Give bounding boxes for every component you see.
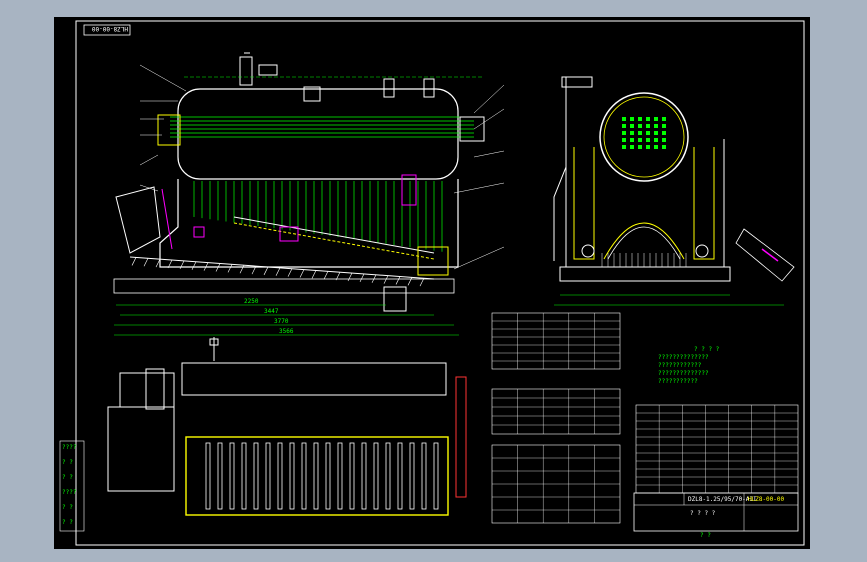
front-tube-sheet <box>157 114 181 146</box>
parameter-table-1 <box>491 312 621 370</box>
pressure-gauge <box>383 78 395 98</box>
drum-cross-section <box>599 92 689 182</box>
rev-cell-3: ? ? <box>62 474 73 481</box>
coal-hopper <box>115 186 161 254</box>
drawing-code-box <box>83 24 131 36</box>
plan-tubes <box>205 442 439 510</box>
left-revision-table: ???? ? ? ? ? ???? ? ? ? ? <box>59 440 85 532</box>
water-level-gauge <box>423 78 435 98</box>
arch <box>233 216 435 254</box>
parameter-table-2 <box>491 388 621 435</box>
parts-list-table <box>635 404 799 494</box>
tech-note-3: ?????????????? <box>658 370 709 377</box>
dim-3566: 3566 <box>279 328 294 335</box>
rev-cell-2: ? ? <box>62 459 73 466</box>
ash-hopper <box>383 286 407 312</box>
cad-drawing: HLZ8-00-00 <box>59 20 805 546</box>
grate-frame <box>113 278 455 294</box>
plan-drive-frame <box>107 406 175 492</box>
dim-2250: 2250 <box>244 298 259 305</box>
drawing-border <box>75 20 805 546</box>
plan-motor <box>119 372 175 408</box>
inspection-door-2 <box>279 226 299 242</box>
chain-grate <box>129 256 435 280</box>
rear-arch-refractory <box>417 246 449 276</box>
drawing-code-rotated: HLZ8-00-00 <box>91 25 128 32</box>
leader-lines <box>139 64 505 270</box>
rev-cell-4: ???? <box>62 489 77 496</box>
parameter-table-3 <box>491 444 621 524</box>
tech-note-1: ?????????????? <box>658 354 709 361</box>
side-header-right <box>695 244 709 258</box>
tech-note-4: ??????????? <box>658 378 698 385</box>
title-name: ? ? ? ? <box>690 510 716 517</box>
title-footer: ? ? <box>700 532 711 539</box>
side-base <box>559 266 731 282</box>
drum-outline <box>177 88 459 180</box>
tech-note-2: ???????????? <box>658 362 702 369</box>
side-header-left <box>581 244 595 258</box>
front-section-view: 2250 3447 3770 3566 <box>113 52 505 336</box>
grate-teeth <box>131 257 425 287</box>
top-manhole <box>303 86 321 102</box>
plan-furnace-wall <box>185 436 449 516</box>
rev-cell-6: ? ? <box>62 519 73 526</box>
rev-cell-1: ???? <box>62 444 77 451</box>
title-code: HLZ8-00-00 <box>748 496 785 503</box>
water-wall-tubes <box>193 181 443 252</box>
side-section-view <box>553 76 795 306</box>
plan-drum <box>181 362 447 396</box>
rear-nozzle <box>459 116 485 142</box>
title-model: DZL8-1.25/95/70-AII <box>688 496 757 503</box>
inspection-door-1 <box>193 226 205 238</box>
plan-view <box>107 337 467 516</box>
dim-3447: 3447 <box>264 308 279 315</box>
main-steam-valve <box>258 64 278 76</box>
dim-3770: 3770 <box>274 318 289 325</box>
fire-tube-bundle <box>622 117 666 149</box>
plan-rear-outlet <box>455 376 467 498</box>
tech-notes-heading: ? ? ? ? <box>694 346 720 353</box>
side-platform <box>561 76 593 88</box>
plan-gearbox <box>145 368 165 410</box>
drawing-sheet: HLZ8-00-00 <box>54 17 810 549</box>
safety-valve <box>239 56 253 86</box>
flue-detail <box>735 228 795 282</box>
inspection-door-3 <box>401 174 417 206</box>
furnace-arch-side <box>603 222 685 260</box>
rev-cell-5: ? ? <box>62 504 73 511</box>
dimension-lines <box>114 304 459 336</box>
title-block: DZL8-1.25/95/70-AII HLZ8-00-00 ? ? ? ? ?… <box>633 492 799 539</box>
furnace-outline <box>159 179 459 268</box>
